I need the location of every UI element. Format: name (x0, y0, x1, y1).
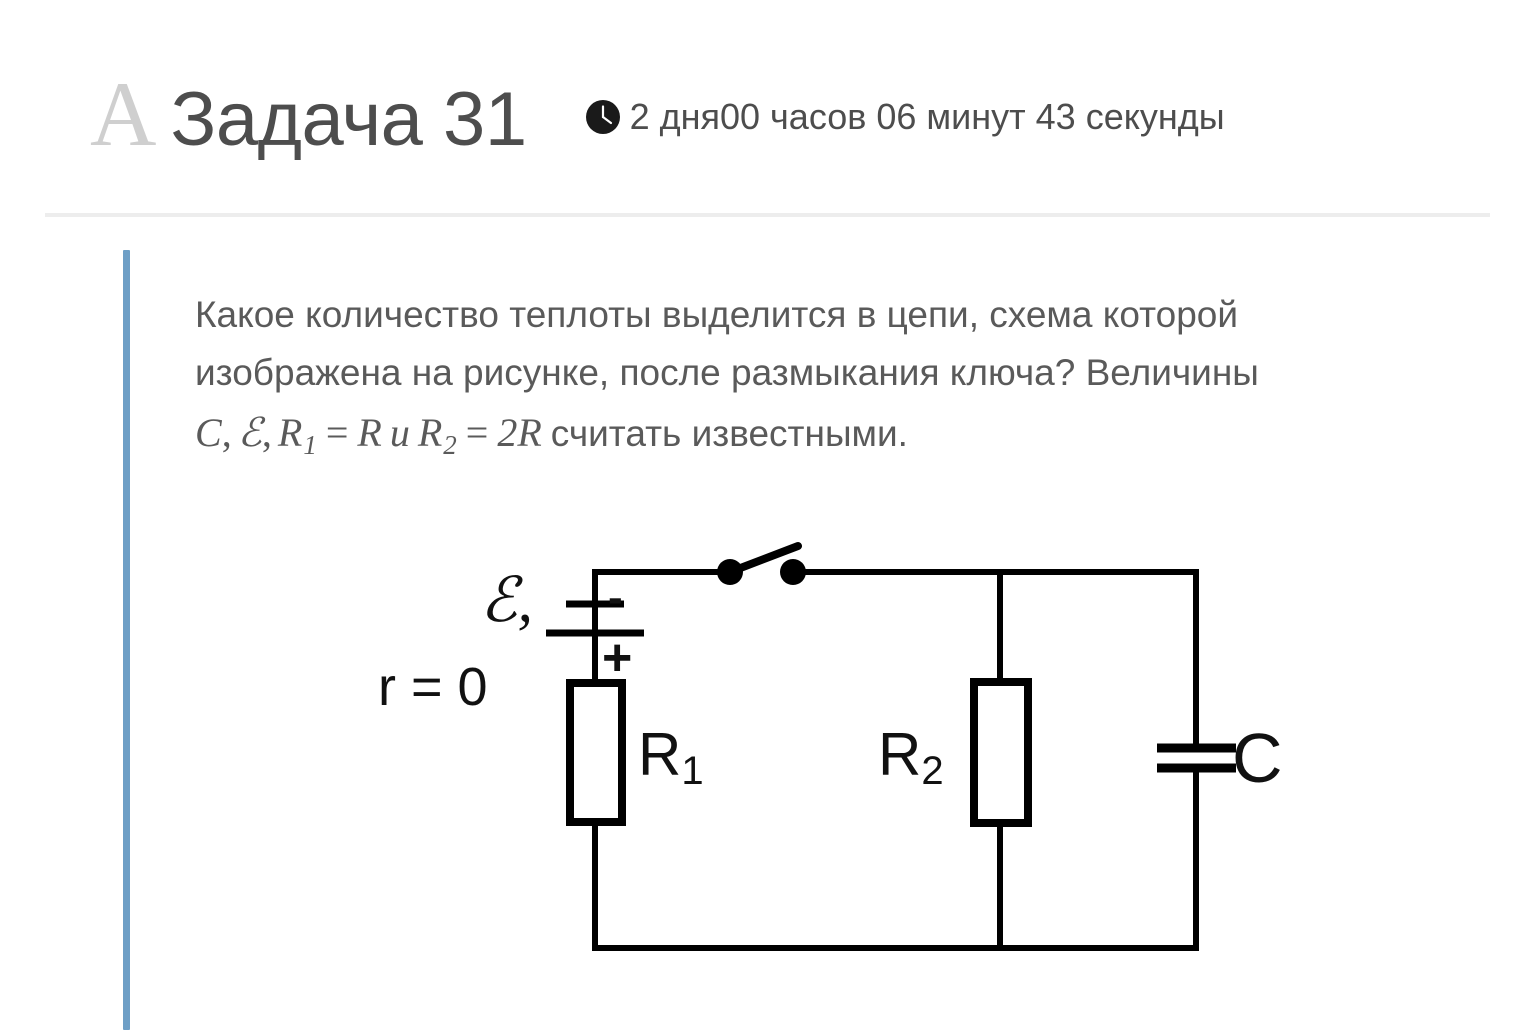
math-value-R: R (357, 410, 382, 455)
math-equals-2: = (465, 410, 489, 455)
math-tail-text: считать известными. (550, 413, 908, 454)
math-value-2R: 2R (497, 410, 542, 455)
circuit-label-r1: R1 (638, 725, 704, 791)
question-text: Какое количество теплоты выделится в цеп… (195, 286, 1485, 474)
question-line-1: Какое количество теплоты выделится в цеп… (195, 294, 1239, 335)
question-line-2: изображена на рисунке, после размыкания … (195, 352, 1259, 393)
circuit-label-r2-subscript: 2 (921, 748, 944, 793)
header-divider (45, 213, 1490, 217)
math-symbol-C: C (195, 410, 222, 455)
math-equals-1: = (325, 410, 349, 455)
switch-open (717, 542, 806, 585)
circuit-diagram: ℰ, r = 0 - + R1 R2 C (370, 520, 1330, 990)
page-header: A Задача 31 2 дня00 часов 06 минут 43 се… (0, 0, 1536, 217)
circuit-label-r1-letter: R (638, 721, 682, 788)
math-conjunction-and: и (389, 410, 410, 455)
math-comma-2: , (261, 410, 272, 455)
circuit-label-r2: R2 (878, 725, 944, 791)
math-subscript-1: 1 (303, 429, 317, 460)
switch-blade (726, 542, 802, 576)
circuit-label-emf: ℰ, (480, 567, 534, 635)
math-comma-1: , (221, 410, 232, 455)
math-symbol-R1: R (277, 410, 303, 455)
resistor-r1-body (566, 679, 626, 826)
math-symbol-R2: R (417, 410, 443, 455)
countdown-timer: 2 дня00 часов 06 минут 43 секунды (585, 99, 1225, 135)
accent-bar (123, 250, 130, 1030)
circuit-label-r1-subscript: 1 (681, 748, 704, 793)
brand-letter-logo: A (90, 63, 157, 165)
page-title: Задача 31 (170, 77, 527, 162)
circuit-label-internal-resistance: r = 0 (378, 657, 488, 717)
clock-icon (585, 99, 621, 135)
math-symbol-emf: ℰ (237, 410, 262, 455)
math-subscript-2: 2 (443, 429, 457, 460)
circuit-label-capacitor: C (1232, 719, 1283, 797)
switch-contact-right (780, 559, 806, 585)
circuit-label-r2-letter: R (878, 721, 922, 788)
resistor-r2-body (970, 678, 1032, 827)
circuit-label-battery-minus: - (608, 573, 623, 622)
timer-text: 2 дня00 часов 06 минут 43 секунды (629, 96, 1225, 137)
circuit-label-battery-plus: + (602, 629, 633, 687)
header-title-row: A Задача 31 2 дня00 часов 06 минут 43 се… (90, 68, 1225, 160)
